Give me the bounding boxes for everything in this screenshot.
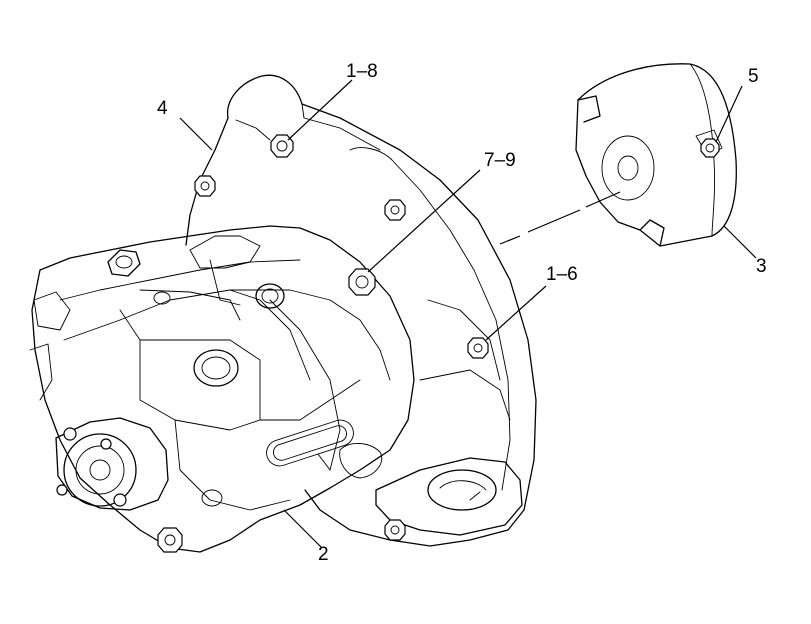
bolt-hex-icon (194, 175, 216, 197)
motor-body (31, 225, 415, 553)
callout-2: 2 (318, 544, 329, 565)
bolt-hex-icon (384, 199, 406, 221)
callout-1-6: 1–6 (546, 264, 578, 285)
bolt-hex-icon (700, 138, 720, 158)
leader-lines (179, 79, 757, 549)
callout-1-8: 1–8 (346, 61, 378, 82)
mounting-flange-housing (185, 74, 537, 547)
flange-bolts (157, 134, 489, 553)
bolt-hex-icon (467, 337, 489, 359)
callout-labels: 1–8 4 5 7–9 1–6 3 2 (157, 61, 767, 565)
callout-7-9: 7–9 (484, 150, 516, 171)
assembly-centerline (499, 191, 621, 245)
callout-4: 4 (157, 98, 168, 119)
end-cap (29, 291, 169, 511)
bolt-hex-icon (384, 519, 406, 541)
cover-plate (575, 63, 737, 247)
callout-3: 3 (756, 256, 767, 277)
bolt-hex-icon (348, 268, 376, 296)
callout-5: 5 (748, 66, 759, 87)
bolt-hex-icon (157, 527, 183, 553)
bolt-hex-icon (270, 134, 294, 158)
